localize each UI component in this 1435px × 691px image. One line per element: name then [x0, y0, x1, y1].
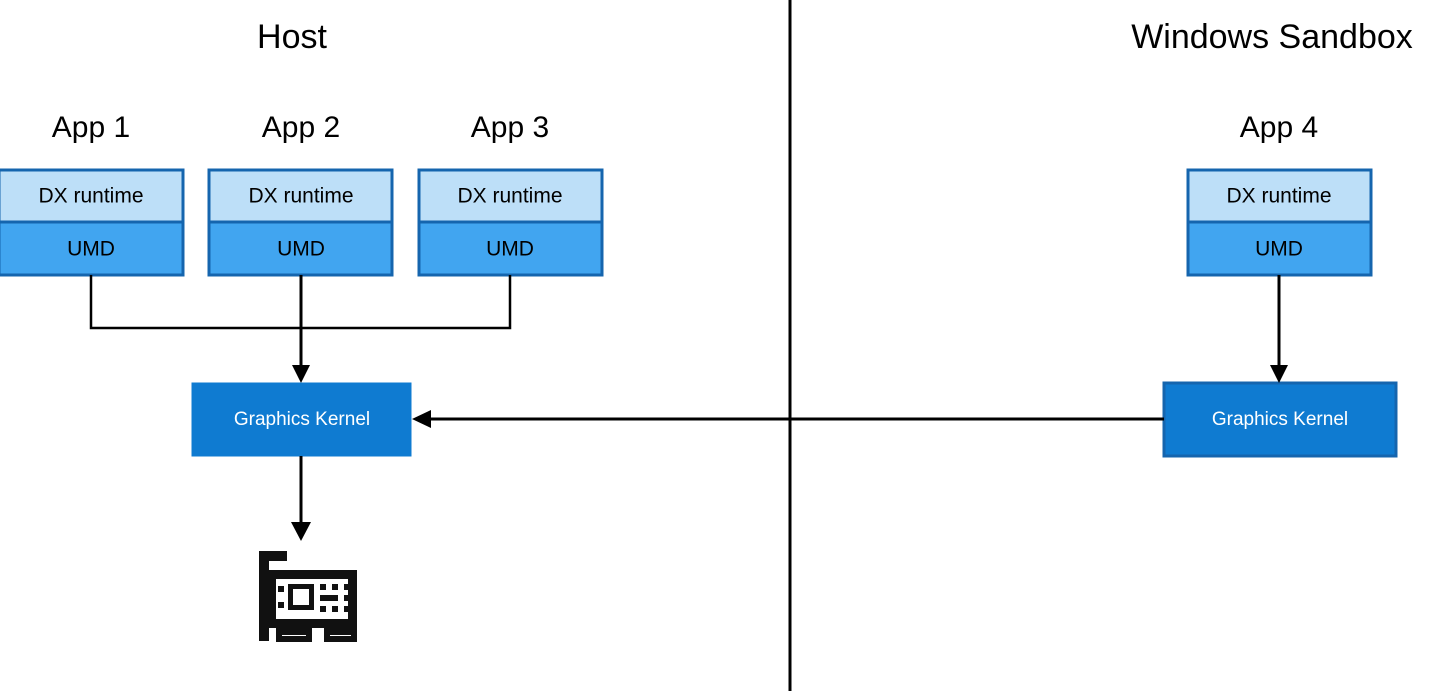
- app-1-umd-label: UMD: [67, 238, 115, 261]
- app-4-box[interactable]: DX runtime UMD: [1186, 168, 1373, 277]
- app-4-umd-label: UMD: [1255, 238, 1303, 261]
- app-1-dx-runtime-cell[interactable]: [0, 168, 185, 224]
- host-region-title: Host: [257, 18, 327, 56]
- graphics-kernel-host-box[interactable]: [191, 382, 412, 457]
- graphics-kernel-sandbox-label: Graphics Kernel: [1212, 409, 1348, 430]
- app-3-umd-label: UMD: [486, 238, 534, 261]
- app-2-dx-runtime-label: DX runtime: [248, 185, 353, 208]
- app-3-title: App 3: [471, 111, 549, 144]
- app-3-box[interactable]: DX runtime UMD: [417, 168, 604, 277]
- graphics-card-icon: [259, 551, 357, 642]
- sandbox-region-title: Windows Sandbox: [1131, 18, 1413, 56]
- app-2-box[interactable]: DX runtime UMD: [207, 168, 394, 277]
- app-1-umd-cell[interactable]: [0, 220, 185, 277]
- app-4-dx-runtime-label: DX runtime: [1226, 185, 1331, 208]
- graphics-kernel-host[interactable]: Graphics Kernel: [191, 382, 412, 457]
- kernel-to-gpu-arrowhead: [291, 522, 311, 541]
- sandbox-to-host-kernel-arrowhead: [412, 410, 431, 428]
- app-3-dx-runtime-label: DX runtime: [457, 185, 562, 208]
- app-4-to-kernel-arrowhead: [1270, 365, 1288, 383]
- app-1-dx-runtime-label: DX runtime: [38, 185, 143, 208]
- graphics-kernel-host-label: Graphics Kernel: [234, 409, 370, 430]
- app-2-to-kernel-arrowhead: [292, 365, 310, 383]
- app-2-title: App 2: [262, 111, 340, 144]
- app-4-title: App 4: [1240, 111, 1318, 144]
- app-1-box[interactable]: DX runtime UMD: [0, 168, 185, 277]
- app-1-title: App 1: [52, 111, 130, 144]
- graphics-kernel-sandbox[interactable]: Graphics Kernel: [1162, 381, 1398, 458]
- app-2-dx-runtime-cell[interactable]: [207, 168, 394, 224]
- app-2-umd-label: UMD: [277, 238, 325, 261]
